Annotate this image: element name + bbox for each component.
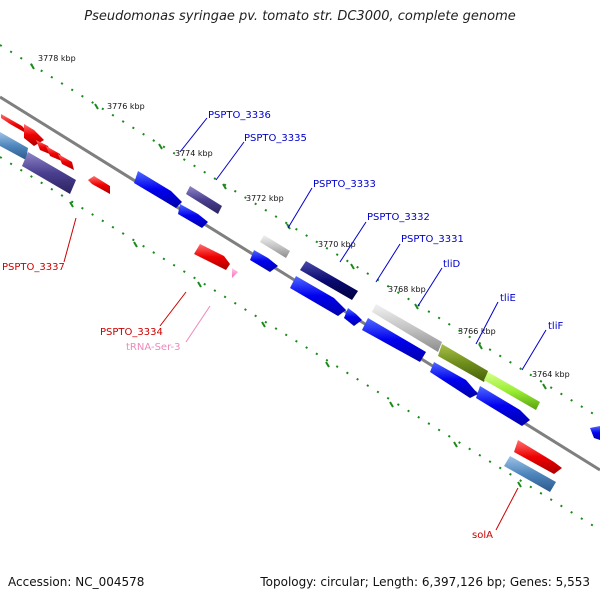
tick-label: 3778 kbp [38, 54, 76, 63]
gene-feature[interactable] [194, 244, 230, 270]
gene-label-tlif[interactable]: tliF [548, 321, 563, 332]
gene-feature[interactable] [476, 386, 530, 426]
gene-feature[interactable] [250, 250, 278, 272]
gene-feature[interactable] [36, 140, 52, 155]
gene-feature[interactable] [186, 186, 222, 214]
gene-feature[interactable] [88, 176, 110, 194]
tick-label: 3774 kbp [175, 149, 213, 158]
gene-feature[interactable] [300, 261, 358, 300]
gene-feature[interactable] [362, 318, 426, 362]
tick-label: 3768 kbp [388, 285, 426, 294]
tick-label: 3776 kbp [107, 102, 145, 111]
gene-label-pspto-3331[interactable]: PSPTO_3331 [401, 234, 464, 245]
gene-feature[interactable] [22, 152, 76, 194]
map-title: Pseudomonas syringae pv. tomato str. DC3… [84, 9, 516, 24]
gene-feature[interactable] [0, 132, 28, 160]
major-ticks [30, 63, 547, 488]
gene-feature[interactable] [484, 372, 540, 410]
accession-text: Accession: NC_004578 [8, 575, 145, 589]
gene-feature[interactable] [430, 362, 478, 398]
gene-feature[interactable] [1, 114, 31, 136]
gene-label-trna-ser-3[interactable]: tRNA-Ser-3 [126, 342, 181, 353]
gene-feature[interactable] [134, 171, 182, 208]
label-leaders [63, 117, 547, 531]
gene-feature[interactable] [590, 426, 600, 440]
tick-guide-outer [0, 44, 600, 419]
gene-feature[interactable] [290, 276, 346, 316]
gene-feature[interactable] [46, 146, 64, 162]
forward-strand-genes [1, 114, 600, 440]
tick-label: 3766 kbp [458, 327, 496, 336]
gene-feature[interactable] [260, 235, 290, 258]
tick-label: 3764 kbp [532, 370, 570, 379]
genome-summary-text: Topology: circular; Length: 6,397,126 bp… [260, 575, 590, 589]
gene-feature[interactable] [24, 124, 44, 146]
gene-feature[interactable] [178, 204, 208, 228]
tick-label: 3772 kbp [246, 194, 284, 203]
tick-label: 3770 kbp [318, 240, 356, 249]
gene-feature[interactable] [344, 308, 362, 326]
gene-label-pspto-3333[interactable]: PSPTO_3333 [313, 179, 376, 190]
gene-label-pspto-3336[interactable]: PSPTO_3336 [208, 110, 271, 121]
gene-feature[interactable] [504, 456, 556, 492]
gene-label-pspto-3334[interactable]: PSPTO_3334 [100, 327, 163, 338]
gene-label-tlid[interactable]: tliD [443, 259, 460, 270]
reverse-strand-genes [0, 132, 562, 492]
gene-feature[interactable] [232, 268, 238, 278]
gene-feature[interactable] [514, 440, 562, 474]
gene-label-pspto-3332[interactable]: PSPTO_3332 [367, 212, 430, 223]
gene-label-pspto-3337[interactable]: PSPTO_3337 [2, 262, 65, 273]
gene-feature[interactable] [372, 304, 442, 352]
tick-guide-inner [0, 156, 600, 531]
gene-label-sola[interactable]: solA [472, 530, 493, 541]
gene-feature[interactable] [58, 154, 74, 170]
gene-label-pspto-3335[interactable]: PSPTO_3335 [244, 133, 307, 144]
gene-feature[interactable] [438, 344, 488, 382]
gene-label-tlie[interactable]: tliE [500, 293, 516, 304]
